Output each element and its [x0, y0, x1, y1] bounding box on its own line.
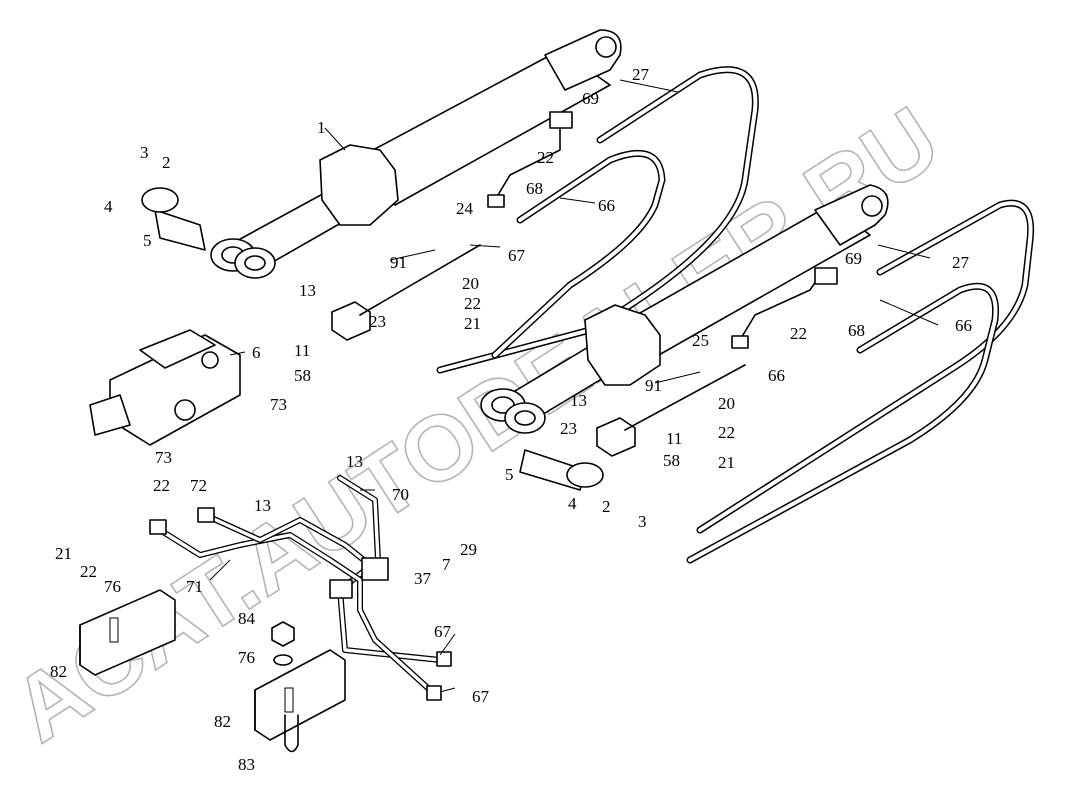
callout-70: 70	[392, 485, 409, 504]
callout-5: 5	[143, 231, 152, 250]
callout-21: 21	[718, 453, 735, 472]
callout-67: 67	[434, 622, 452, 641]
callout-68: 68	[848, 321, 865, 340]
callout-22: 22	[718, 423, 735, 442]
hose-66-upper	[491, 149, 666, 359]
callout-66: 66	[598, 196, 615, 215]
cylinder-1-upper	[210, 29, 622, 279]
callout-1: 1	[317, 118, 326, 137]
rod-91-upper	[359, 244, 481, 316]
callout-27: 27	[632, 65, 650, 84]
pin-5-lower	[519, 449, 604, 491]
control-valve-6	[89, 329, 241, 446]
callout-69: 69	[845, 249, 862, 268]
leader-lines	[209, 79, 939, 693]
callout-2: 2	[162, 153, 171, 172]
callout-67: 67	[472, 687, 490, 706]
callout-7: 7	[442, 555, 451, 574]
hose-66-lower	[686, 282, 1000, 564]
callout-labels: 1 2 3 4 5 6 7 11 13 13 13 13 20 20 21 21…	[50, 65, 972, 774]
callout-13: 13	[570, 391, 587, 410]
callout-91: 91	[645, 376, 662, 395]
callout-21: 21	[55, 544, 72, 563]
callout-69: 69	[582, 89, 599, 108]
callout-82: 82	[214, 712, 231, 731]
callout-4: 4	[104, 197, 113, 216]
callout-29: 29	[460, 540, 477, 559]
block-23-upper	[331, 301, 371, 341]
pin-5-upper	[141, 187, 206, 251]
callout-84: 84	[238, 609, 256, 628]
nut-84	[271, 621, 295, 666]
callout-11: 11	[666, 429, 682, 448]
callout-23: 23	[369, 312, 386, 331]
callout-22: 22	[537, 148, 554, 167]
callout-22: 22	[464, 294, 481, 313]
callout-25: 25	[692, 331, 709, 350]
callout-23: 23	[560, 419, 577, 438]
callout-83: 83	[238, 755, 255, 774]
callout-27: 27	[952, 253, 970, 272]
u-bolt-83	[284, 714, 299, 753]
callout-22: 22	[790, 324, 807, 343]
callout-73: 73	[270, 395, 287, 414]
callout-2: 2	[602, 497, 611, 516]
callout-21: 21	[464, 314, 481, 333]
hose-27-upper	[436, 66, 759, 374]
block-23-lower	[596, 417, 636, 457]
callout-5: 5	[505, 465, 514, 484]
hose-27-lower	[696, 199, 1035, 534]
cylinder-1-lower	[480, 184, 889, 434]
callout-6: 6	[252, 343, 261, 362]
callout-68: 68	[526, 179, 543, 198]
callout-4: 4	[568, 494, 577, 513]
callout-76: 76	[238, 648, 255, 667]
callout-58: 58	[663, 451, 680, 470]
callout-11: 11	[294, 341, 310, 360]
callout-13: 13	[346, 452, 363, 471]
bracket-82-left	[79, 589, 176, 676]
pipe-manifold	[149, 507, 452, 701]
callout-66: 66	[768, 366, 785, 385]
callout-66: 66	[955, 316, 972, 335]
fitting-25	[731, 267, 838, 349]
pipe-70	[337, 475, 443, 663]
callout-37: 37	[414, 569, 432, 588]
pipe-71	[157, 527, 433, 693]
callout-72: 72	[190, 476, 207, 495]
callout-13: 13	[299, 281, 316, 300]
bracket-82-right	[254, 649, 346, 741]
callout-82: 82	[50, 662, 67, 681]
rod-91-lower	[624, 364, 746, 431]
callout-76: 76	[104, 577, 121, 596]
callout-73: 73	[155, 448, 172, 467]
callout-71: 71	[186, 577, 203, 596]
callout-3: 3	[140, 143, 149, 162]
callout-91: 91	[390, 253, 407, 272]
callout-22: 22	[153, 476, 170, 495]
callout-58: 58	[294, 366, 311, 385]
callout-3: 3	[638, 512, 647, 531]
callout-20: 20	[462, 274, 479, 293]
callout-13: 13	[254, 496, 271, 515]
fitting-24	[487, 111, 573, 208]
callout-22: 22	[80, 562, 97, 581]
callout-67: 67	[508, 246, 526, 265]
callout-20: 20	[718, 394, 735, 413]
callout-24: 24	[456, 199, 474, 218]
